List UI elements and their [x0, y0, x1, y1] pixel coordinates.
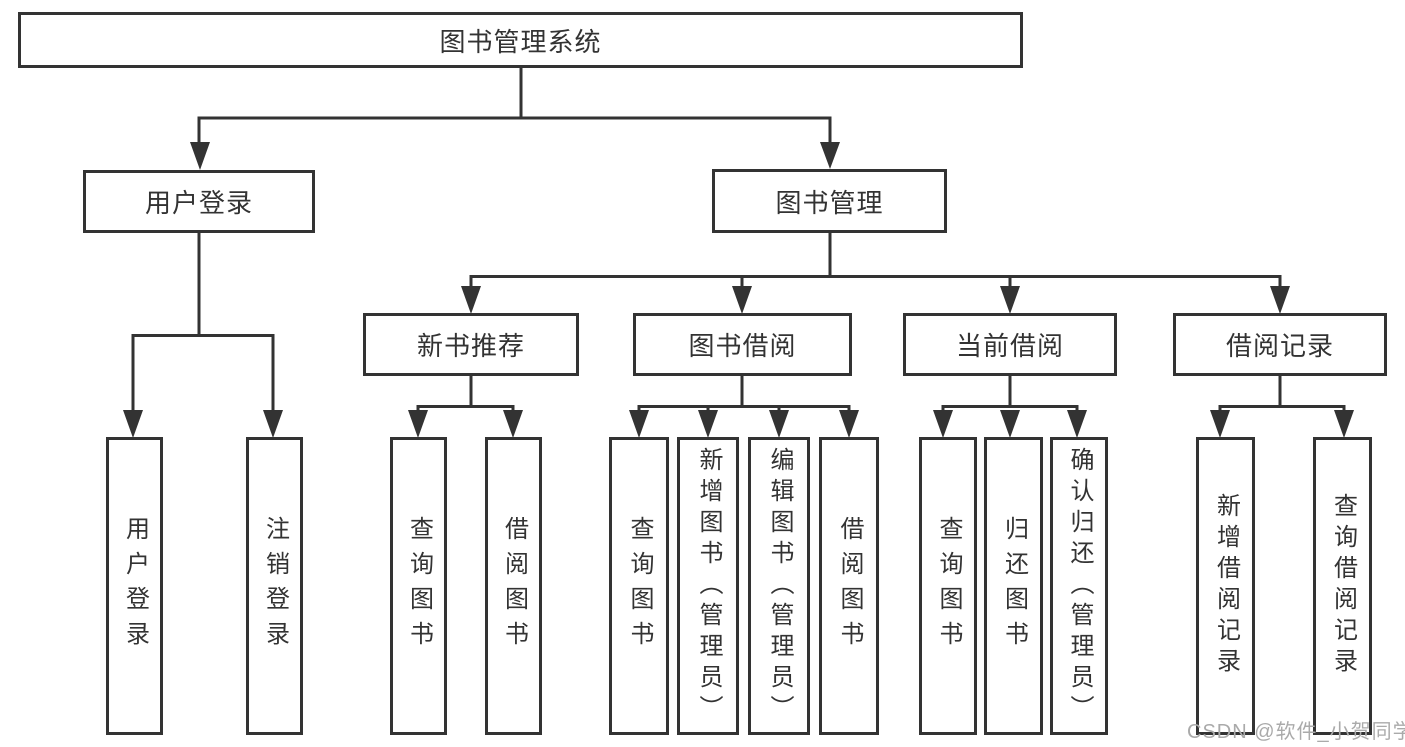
leaf-add-books-admin: 新增图书（管理员） — [677, 437, 739, 735]
node-current-borrowing: 当前借阅 — [903, 313, 1117, 376]
node-library-management-system: 图书管理系统 — [18, 12, 1023, 68]
leaf-logout: 注销登录 — [246, 437, 303, 735]
leaf-return-books: 归还图书 — [984, 437, 1043, 735]
leaf-query-books-2: 查询图书 — [609, 437, 669, 735]
watermark-text: CSDN @软件_小贺同学 — [1187, 721, 1405, 743]
leaf-confirm-return-admin: 确认归还（管理员） — [1050, 437, 1108, 735]
leaf-add-borrowing-record: 新增借阅记录 — [1196, 437, 1255, 735]
node-book-borrowing: 图书借阅 — [633, 313, 852, 376]
leaf-edit-books-admin: 编辑图书（管理员） — [748, 437, 810, 735]
node-user-login: 用户登录 — [83, 170, 315, 233]
leaf-query-borrowing-record: 查询借阅记录 — [1313, 437, 1372, 735]
leaf-user-login: 用户登录 — [106, 437, 163, 735]
leaf-borrow-books-1: 借阅图书 — [485, 437, 542, 735]
node-book-management: 图书管理 — [712, 169, 947, 233]
leaf-query-books-1: 查询图书 — [390, 437, 447, 735]
leaf-borrow-books-2: 借阅图书 — [819, 437, 879, 735]
node-new-book-recommendation: 新书推荐 — [363, 313, 579, 376]
node-borrowing-records: 借阅记录 — [1173, 313, 1387, 376]
leaf-query-books-3: 查询图书 — [919, 437, 977, 735]
